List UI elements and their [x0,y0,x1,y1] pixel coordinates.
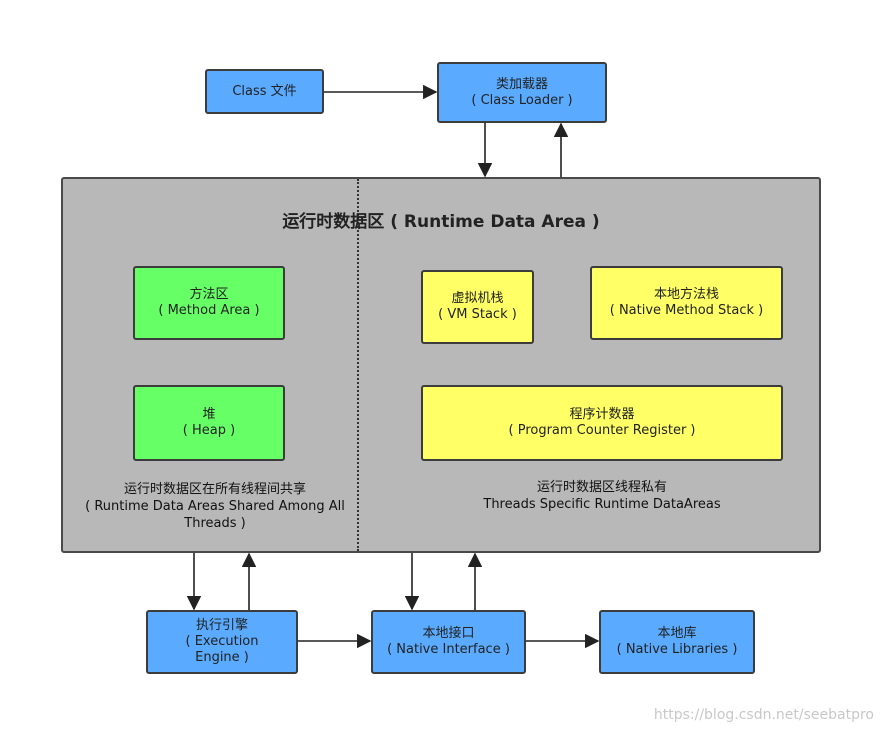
method-area-box: 方法区 ( Method Area ) [133,266,285,340]
heap-box: 堆 ( Heap ) [133,385,285,461]
program-counter-label-en: ( Program Counter Register ) [508,423,696,438]
runtime-title: 运行时数据区 ( Runtime Data Area ) [282,212,600,232]
native-libraries-label-en: ( Native Libraries ) [616,642,738,657]
watermark: https://blog.csdn.net/seebatpro [653,707,874,723]
vm-stack-box: 虚拟机栈 ( VM Stack ) [421,270,534,344]
runtime-data-area [61,177,821,553]
vm-stack-label-en: ( VM Stack ) [438,307,517,322]
private-caption-cn: 运行时数据区线程私有 [536,480,667,495]
native-libraries-box: 本地库 ( Native Libraries ) [599,610,755,674]
method-area-label-en: ( Method Area ) [158,303,260,318]
class-file-label: Class 文件 [232,83,297,99]
native-interface-box: 本地接口 ( Native Interface ) [371,610,526,674]
execution-engine-label-en-1: ( Execution [185,634,259,649]
program-counter-label-cn: 程序计数器 [569,407,635,422]
execution-engine-box: 执行引擎 ( Execution Engine ) [146,610,298,674]
shared-caption-en-2: Threads ) [184,516,246,531]
native-method-stack-box: 本地方法栈 ( Native Method Stack ) [590,266,783,340]
program-counter-box: 程序计数器 ( Program Counter Register ) [421,385,783,461]
heap-label-cn: 堆 [202,407,216,422]
shared-caption: 运行时数据区在所有线程间共享 ( Runtime Data Areas Shar… [70,481,360,532]
method-area-label-cn: 方法区 [189,287,229,302]
private-caption-en: Threads Specific Runtime DataAreas [483,497,721,512]
native-interface-label-en: ( Native Interface ) [387,642,510,657]
native-method-stack-label-cn: 本地方法栈 [653,287,719,302]
shared-caption-cn: 运行时数据区在所有线程间共享 [123,482,306,497]
class-loader-label-en: ( Class Loader ) [471,92,573,108]
class-loader-box: 类加载器 ( Class Loader ) [437,62,607,123]
runtime-divider [357,179,359,551]
native-libraries-label-cn: 本地库 [657,626,697,641]
class-file-box: Class 文件 [205,69,324,114]
execution-engine-label-cn: 执行引擎 [195,618,248,633]
vm-stack-label-cn: 虚拟机栈 [451,291,504,306]
execution-engine-label-en-2: Engine ) [195,650,249,665]
private-caption: 运行时数据区线程私有 Threads Specific Runtime Data… [430,479,774,513]
native-interface-label-cn: 本地接口 [422,626,475,641]
shared-caption-en-1: ( Runtime Data Areas Shared Among All [85,499,345,514]
native-method-stack-label-en: ( Native Method Stack ) [609,303,764,318]
class-loader-label-cn: 类加载器 [495,76,548,92]
heap-label-en: ( Heap ) [182,423,236,438]
